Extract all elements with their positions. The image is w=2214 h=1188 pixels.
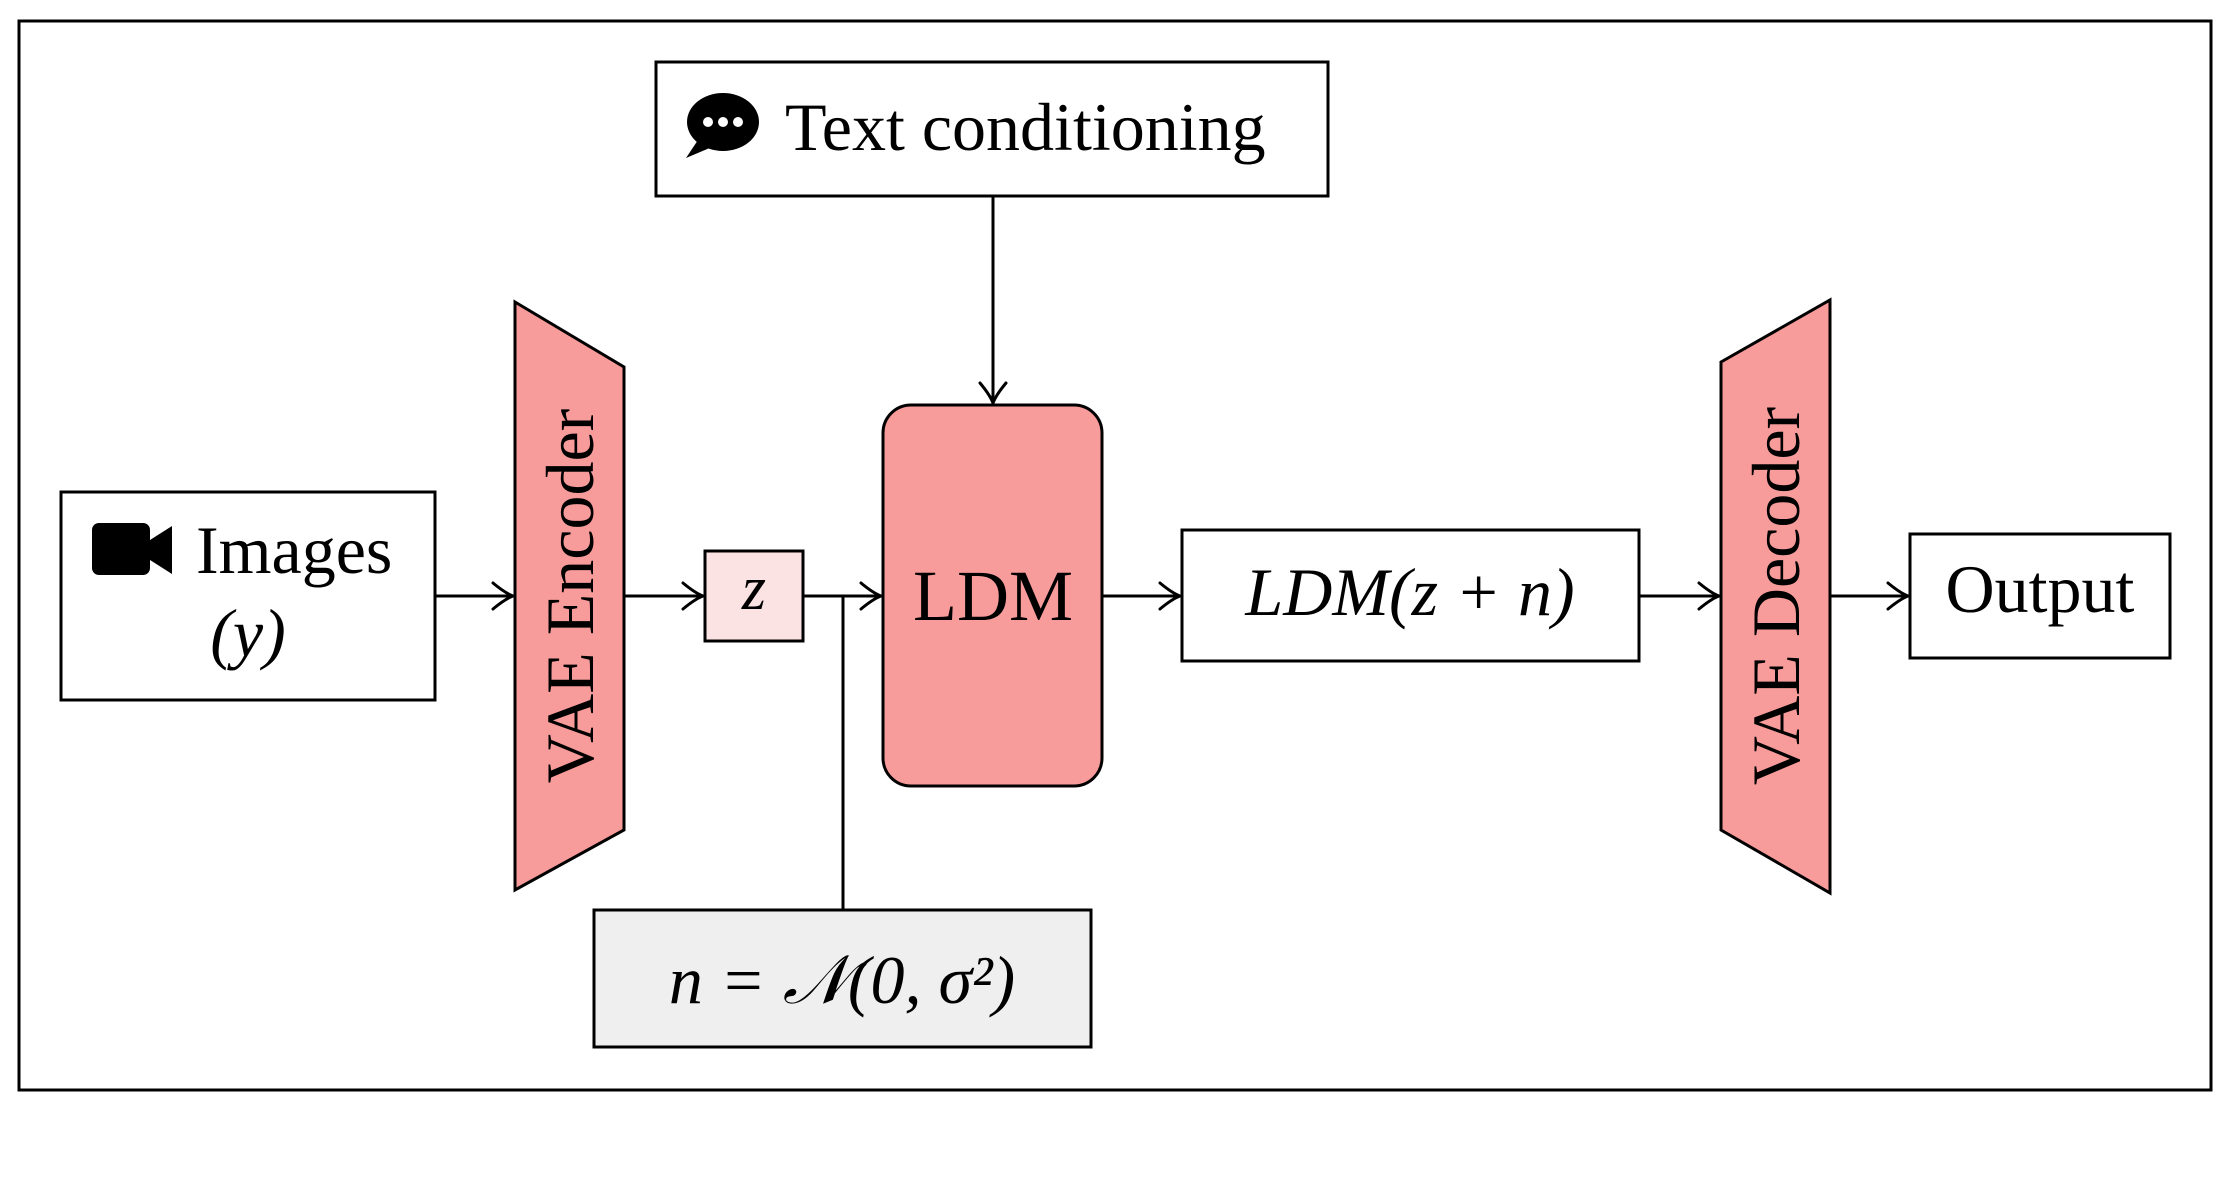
vae-encoder-label: VAE Encoder — [532, 408, 608, 783]
text-conditioning-label: Text conditioning — [785, 89, 1266, 165]
output-label: Output — [1946, 551, 2135, 627]
ldm-output-node: LDM(z + n) — [1180, 528, 1641, 663]
images-node: Images (y) — [59, 490, 437, 702]
connectors — [435, 196, 1908, 910]
outer-frame — [17, 19, 2213, 1092]
video-camera-icon — [92, 523, 172, 575]
latent-label: z — [741, 555, 766, 623]
vae-decoder-label: VAE Decoder — [1738, 407, 1814, 786]
images-variable: (y) — [210, 595, 285, 671]
images-label: Images — [196, 512, 392, 588]
vae-decoder-node: VAE Decoder — [1719, 297, 1832, 896]
ldm-node: LDM — [881, 403, 1104, 788]
noise-label: n = 𝒩(0, σ²) — [669, 942, 1015, 1018]
text-conditioning-node: Text conditioning — [654, 60, 1330, 198]
latent-node: z — [703, 549, 805, 643]
vae-encoder-node: VAE Encoder — [513, 299, 626, 893]
output-node: Output — [1908, 532, 2172, 660]
chat-bubble-icon — [686, 93, 759, 158]
ldm-output-label: LDM(z + n) — [1244, 554, 1574, 630]
ldm-label: LDM — [913, 556, 1073, 636]
noise-node: n = 𝒩(0, σ²) — [592, 908, 1093, 1049]
